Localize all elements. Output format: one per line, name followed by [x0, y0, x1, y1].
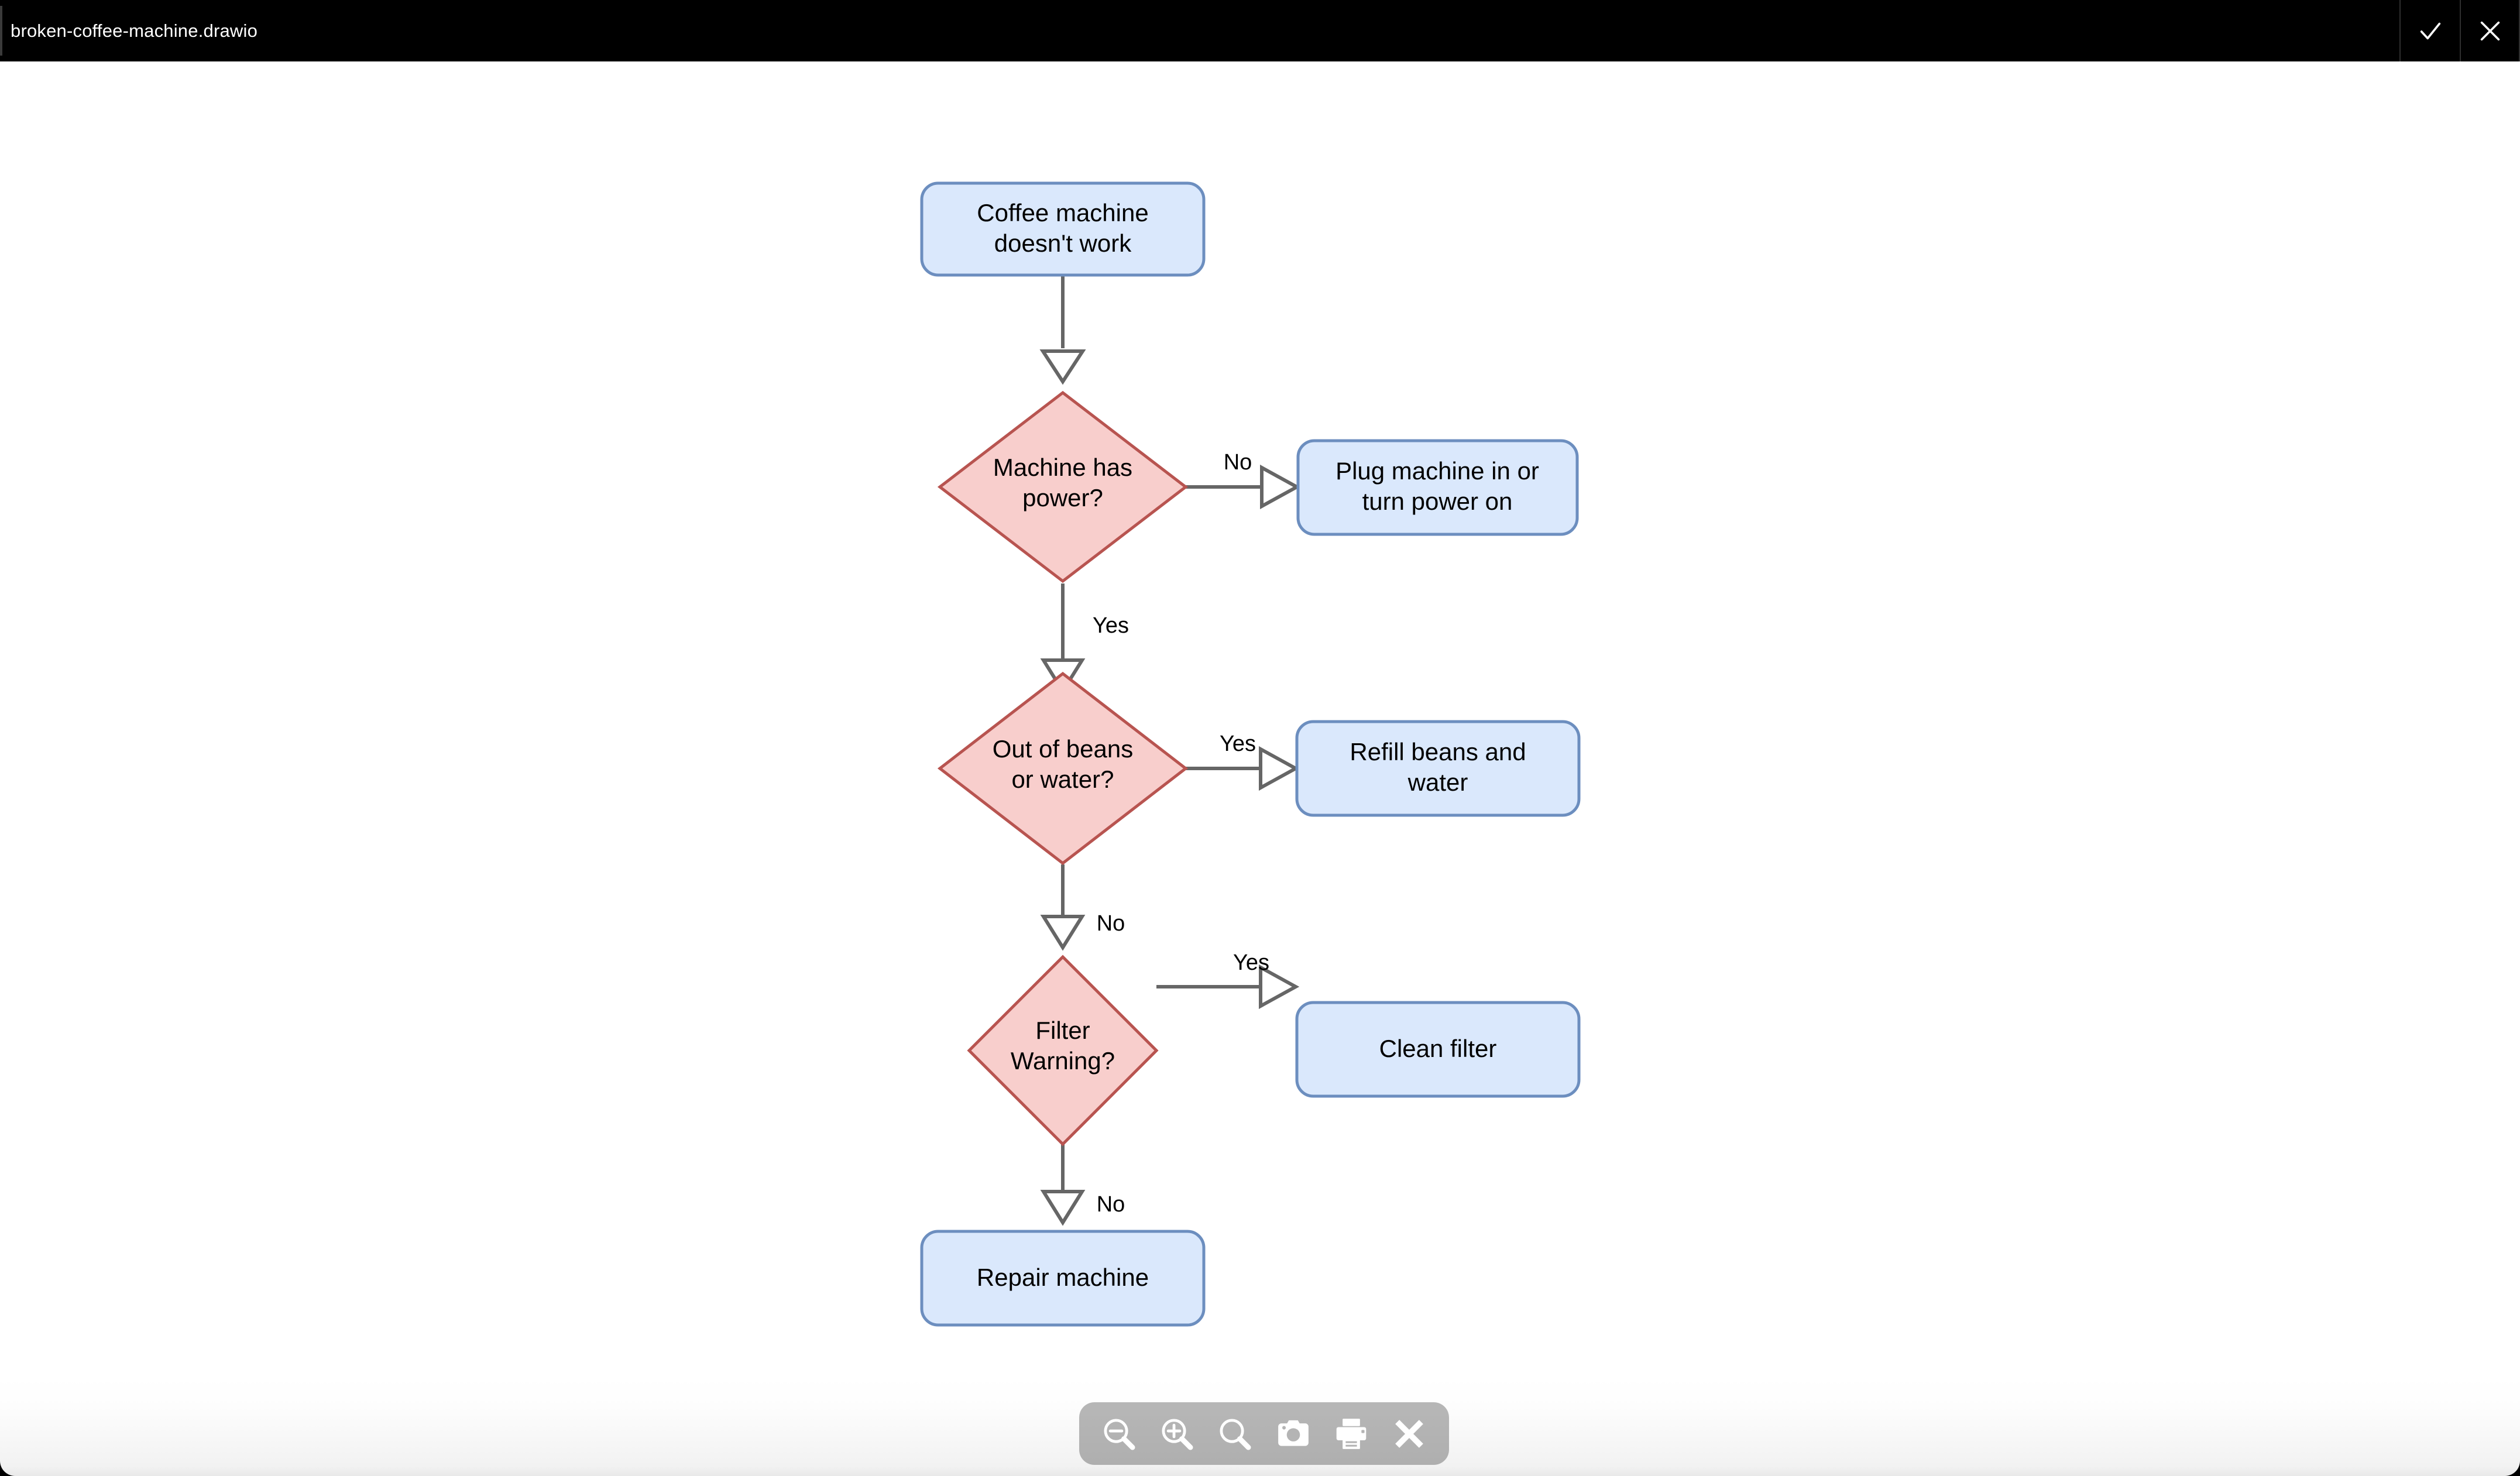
node-refill-beans-and-water[interactable]: Refill beans and water [1295, 720, 1581, 817]
viewer-toolbar [1079, 1402, 1449, 1465]
edge-label-no-to-filter: No [1097, 911, 1125, 936]
zoom-out-button[interactable] [1093, 1408, 1145, 1460]
node-label-line2: water [1407, 768, 1468, 796]
node-label-line1: Plug machine in or [1335, 457, 1539, 485]
edge-machine-has-power-yes[interactable]: Yes [1040, 583, 1129, 695]
edge-out-of-supplies-yes[interactable]: Yes [1186, 732, 1300, 791]
edge-label-yes-to-supplies: Yes [1093, 613, 1129, 638]
edge-label-no-power: No [1224, 450, 1252, 475]
reset-view-button[interactable] [1209, 1408, 1261, 1460]
zoom-in-button[interactable] [1151, 1408, 1203, 1460]
window-titlebar: broken-coffee-machine.drawio [0, 0, 2520, 61]
window-title: broken-coffee-machine.drawio [11, 20, 258, 41]
close-icon [2477, 18, 2504, 44]
titlebar-accent-bar [0, 6, 2, 56]
camera-icon [1274, 1415, 1313, 1453]
node-label-line1: Filter [1035, 1017, 1090, 1044]
edge-machine-has-power-no[interactable]: No [1186, 450, 1301, 510]
close-preview-button[interactable] [1383, 1408, 1435, 1460]
node-plug-machine-in[interactable]: Plug machine in or turn power on [1296, 439, 1579, 536]
node-label-line2: Warning? [1011, 1047, 1115, 1075]
close-icon [1390, 1415, 1429, 1453]
printer-icon [1332, 1415, 1371, 1453]
node-label-line2: or water? [1011, 766, 1114, 793]
node-repair-machine[interactable]: Repair machine [920, 1230, 1206, 1327]
node-machine-has-power[interactable]: Machine has power? [937, 390, 1189, 583]
check-icon [2417, 18, 2444, 44]
node-label-line1: Clean filter [1379, 1035, 1497, 1062]
print-button[interactable] [1326, 1408, 1377, 1460]
export-image-button[interactable] [1268, 1408, 1319, 1460]
node-coffee-machine-doesnt-work[interactable]: Coffee machine doesn't work [920, 181, 1206, 277]
node-filter-warning[interactable]: Filter Warning? [967, 955, 1159, 1147]
node-out-of-beans-or-water[interactable]: Out of beans or water? [937, 671, 1189, 866]
node-clean-filter[interactable]: Clean filter [1295, 1001, 1581, 1098]
zoom-in-icon [1158, 1415, 1196, 1453]
edge-out-of-supplies-no[interactable]: No [1040, 864, 1125, 951]
node-label-line2: power? [1022, 484, 1103, 512]
node-label-line1: Refill beans and [1350, 738, 1526, 766]
flowchart-canvas: No Yes Yes No [920, 181, 1581, 1327]
node-label-line1: Repair machine [977, 1264, 1149, 1291]
node-label-line1: Out of beans [993, 735, 1134, 763]
node-label-line2: doesn't work [994, 229, 1132, 257]
accept-button[interactable] [2399, 0, 2460, 61]
node-label-line2: turn power on [1362, 488, 1513, 515]
edge-label-yes-clean-filter: Yes [1233, 950, 1269, 975]
zoom-out-icon [1100, 1415, 1138, 1453]
edge-label-no-repair: No [1097, 1192, 1125, 1217]
node-label-line1: Coffee machine [977, 199, 1148, 226]
node-label-line1: Machine has [993, 454, 1132, 481]
edge-label-yes-refill: Yes [1220, 732, 1256, 756]
search-icon [1216, 1415, 1254, 1453]
edge-filter-warning-yes[interactable]: Yes [1156, 950, 1300, 1010]
close-window-button[interactable] [2460, 0, 2520, 61]
document-page: No Yes Yes No [0, 61, 2520, 1476]
